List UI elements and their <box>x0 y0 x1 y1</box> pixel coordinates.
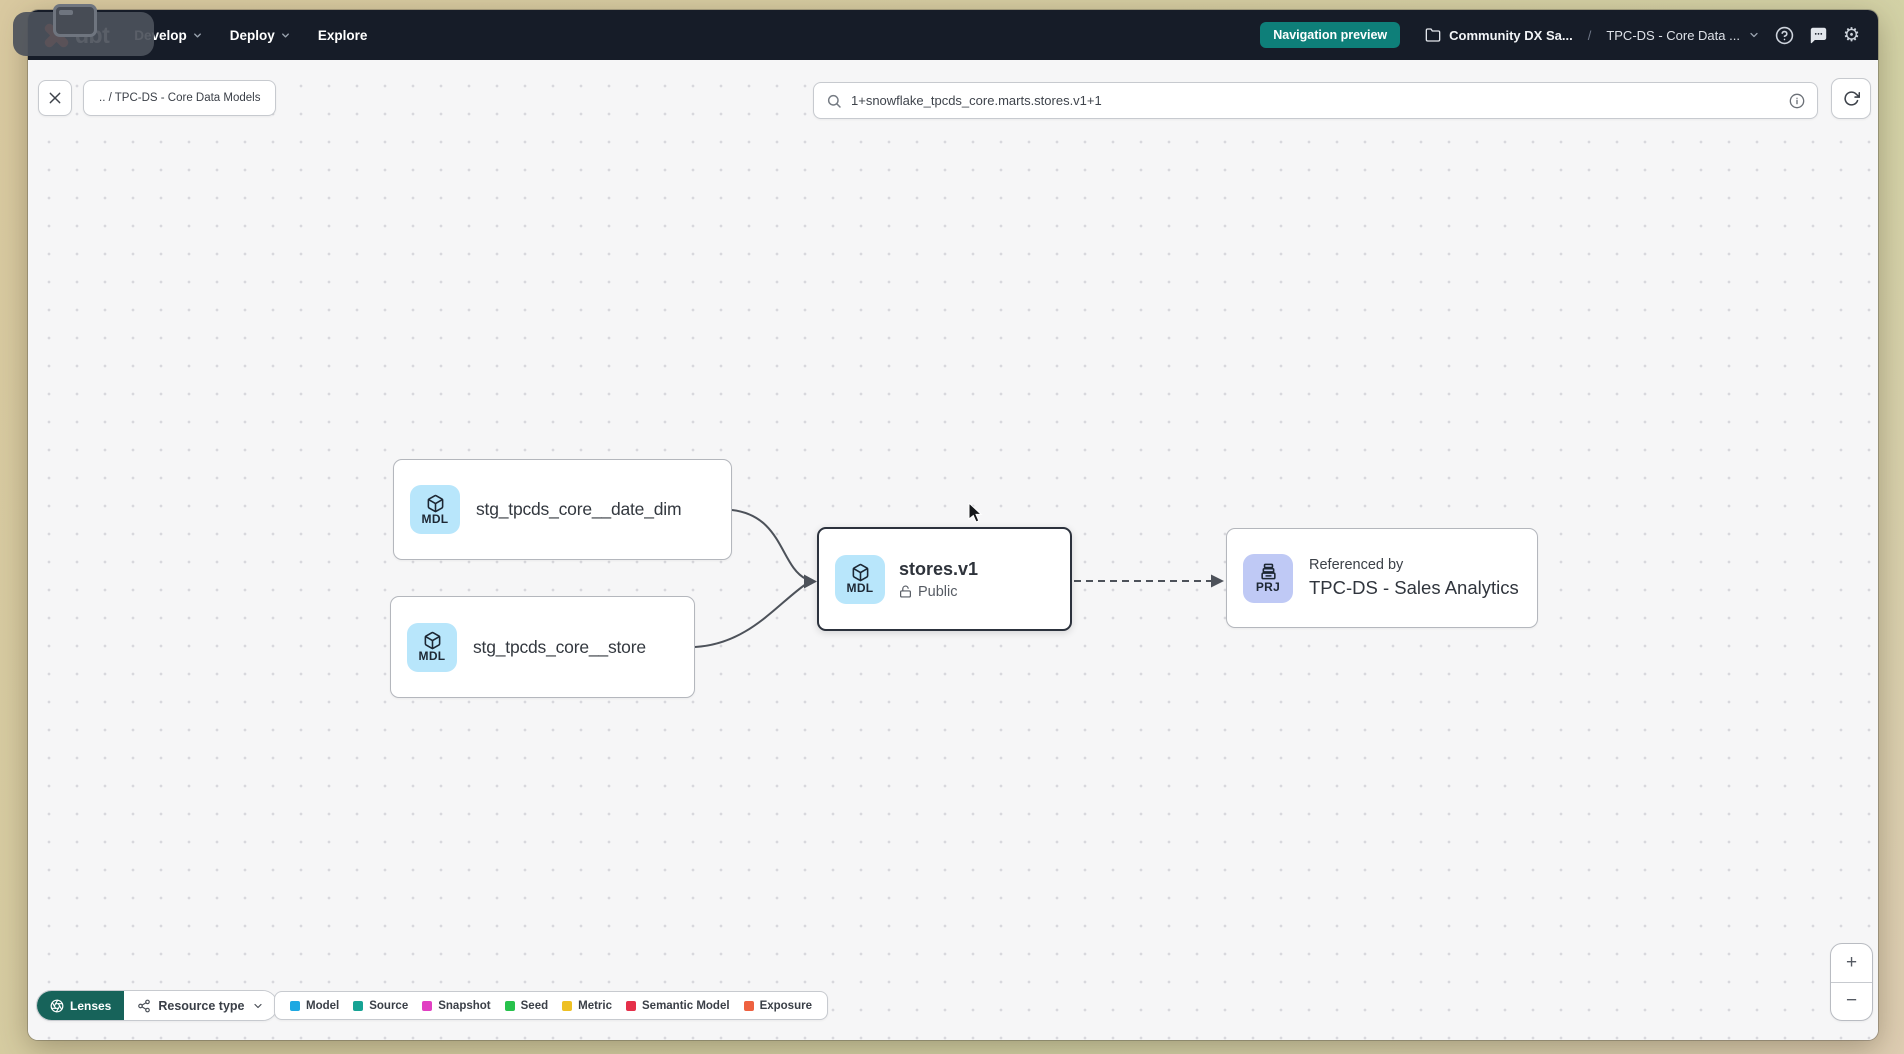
lens-controls: Lenses Resource type <box>36 990 278 1021</box>
gear-icon: ⚙ <box>1842 23 1860 46</box>
top-navbar: dbt Develop Deploy Explore Navigation pr… <box>28 10 1878 60</box>
close-lineage-button[interactable] <box>38 80 72 116</box>
legend-item: Source <box>353 1000 408 1012</box>
arrowhead-icon <box>1211 574 1224 588</box>
model-badge: MDL <box>410 485 460 534</box>
snapshot-swatch <box>422 1000 433 1011</box>
model-badge: MDL <box>835 554 885 604</box>
legend-item: Semantic Model <box>626 1000 730 1012</box>
close-icon <box>49 92 61 104</box>
legend-item: Model <box>290 1000 339 1012</box>
node-title: TPC-DS - Sales Analytics <box>1309 577 1519 598</box>
refresh-icon <box>1843 91 1860 106</box>
help-button[interactable] <box>1775 26 1794 45</box>
mouse-cursor <box>968 503 983 523</box>
arrowhead-icon <box>804 574 817 589</box>
refresh-lineage-button[interactable] <box>1831 78 1871 119</box>
cube-icon <box>424 631 440 650</box>
node-stg-tpcds-core-store[interactable]: MDL stg_tpcds_core__store <box>390 596 695 698</box>
lineage-canvas[interactable]: .. / TPC-DS - Core Data Models MDL stg_t… <box>28 60 1878 1040</box>
lenses-button[interactable]: Lenses <box>37 991 125 1020</box>
metric-swatch <box>562 1000 573 1011</box>
account-breadcrumb[interactable]: Community DX Sa... <box>1425 27 1573 43</box>
exposure-swatch <box>743 1000 754 1011</box>
lineage-search <box>813 82 1818 119</box>
chevron-down-icon <box>253 1003 262 1008</box>
search-icon <box>826 93 842 109</box>
zoom-out-button[interactable]: − <box>1831 981 1872 1021</box>
cube-icon <box>852 563 868 582</box>
resource-type-legend: Model Source Snapshot Seed Metric Semant… <box>274 991 828 1020</box>
app-window: dbt Develop Deploy Explore Navigation pr… <box>28 10 1878 1040</box>
project-selector[interactable]: TPC-DS - Core Data ... <box>1606 28 1760 43</box>
breadcrumb[interactable]: .. / TPC-DS - Core Data Models <box>83 80 277 116</box>
source-swatch <box>353 1000 364 1011</box>
navbar-right: Navigation preview Community DX Sa... / … <box>1260 22 1860 48</box>
stack-icon <box>1260 563 1276 580</box>
model-swatch <box>290 1000 300 1011</box>
zoom-in-button[interactable]: + <box>1845 951 1858 973</box>
node-title: stores.v1 <box>899 558 979 579</box>
referenced-by-label: Referenced by <box>1309 557 1404 573</box>
legend-item: Exposure <box>743 1000 812 1012</box>
window-tab-icon <box>53 4 97 37</box>
legend-item: Snapshot <box>422 1000 491 1012</box>
settings-button[interactable]: ⚙ <box>1842 23 1860 46</box>
feedback-button[interactable] <box>1809 26 1828 45</box>
help-circle-icon <box>1775 26 1794 44</box>
chat-bubble-icon <box>1810 27 1827 43</box>
menu-item-deploy[interactable]: Deploy <box>230 28 291 43</box>
project-badge: PRJ <box>1243 553 1293 603</box>
model-badge: MDL <box>407 622 457 672</box>
chevron-down-icon <box>1750 32 1758 38</box>
legend-item: Metric <box>562 1000 612 1012</box>
chevron-down-icon <box>193 32 201 38</box>
resource-type-dropdown[interactable]: Resource type <box>124 991 277 1020</box>
main-menu: Develop Deploy Explore <box>134 28 367 43</box>
breadcrumb-separator: / <box>1587 27 1592 43</box>
unlock-icon <box>900 585 911 598</box>
legend-item: Seed <box>504 1000 548 1012</box>
project-name: TPC-DS - Core Data ... <box>1606 27 1740 43</box>
folder-icon <box>1425 28 1441 42</box>
account-name: Community DX Sa... <box>1449 27 1573 43</box>
seed-swatch <box>504 1000 515 1011</box>
chevron-down-icon <box>281 32 289 38</box>
access-level: Public <box>899 584 978 600</box>
zoom-controls: + − <box>1830 943 1873 1021</box>
node-stg-tpcds-core-date-dim[interactable]: MDL stg_tpcds_core__date_dim <box>393 459 732 560</box>
search-input[interactable] <box>851 93 1780 108</box>
aperture-icon <box>50 999 64 1012</box>
cube-icon <box>427 494 443 512</box>
menu-item-explore[interactable]: Explore <box>317 27 368 43</box>
info-icon[interactable] <box>1789 93 1805 109</box>
node-tpcds-sales-analytics[interactable]: PRJ Referenced by TPC-DS - Sales Analyti… <box>1226 528 1538 628</box>
semantic-model-swatch <box>626 1000 636 1011</box>
node-stores-v1[interactable]: MDL stores.v1 Public <box>817 527 1072 631</box>
navigation-preview-badge[interactable]: Navigation preview <box>1260 22 1401 48</box>
share-graph-icon <box>138 999 151 1012</box>
